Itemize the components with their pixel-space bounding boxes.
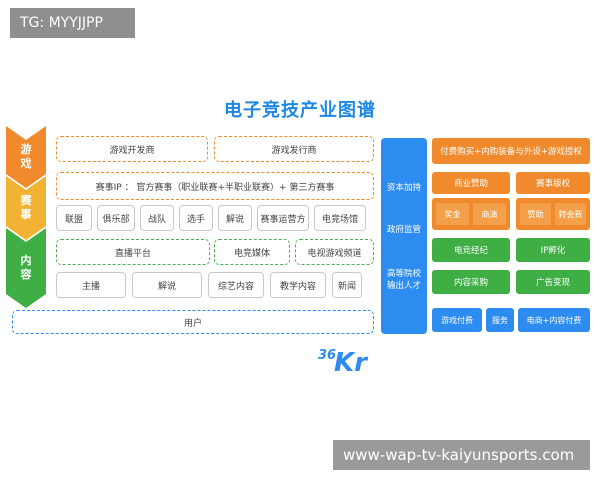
box-prize: 奖金 [436,203,469,225]
content-items-row: 主播解说综艺内容教学内容新闻 [56,272,376,298]
stage-label-event: 赛事 [20,194,32,221]
event-item: 战队 [140,205,174,231]
event-item: 选手 [179,205,213,231]
box-esports-agency: 电竞经纪 [432,238,510,262]
content-item: 解说 [132,272,202,298]
box-sponsor: 商业赞助 [432,172,510,194]
box-broadcast-rights: 赛事版权 [516,172,590,194]
36kr-logo: 36 Kr [318,346,378,380]
box-game-publisher: 游戏发行商 [214,136,374,162]
event-item: 赛事运营方 [257,205,309,231]
label-capital: 资本加持 [386,183,421,193]
box-service: 服务 [486,308,514,332]
label-university-line2: 输出人才 [386,281,421,291]
box-paid-purchase: 付费购买+内购装备与外设+游戏授权 [432,138,590,164]
box-game-pay: 游戏付费 [432,308,482,332]
box-tv-channel: 电视游戏频道 [295,239,374,265]
event-items-row: 联盟俱乐部战队选手解说赛事运营方电竞场馆 [56,205,376,231]
box-prize-group: 奖金 商演 [432,198,510,230]
box-commercial: 商演 [473,203,506,225]
content-item: 综艺内容 [208,272,264,298]
support-column: 资本加持 政府监管 高等院校 输出人才 [381,138,427,334]
box-sponsorship: 赞助 [520,203,551,225]
watermark-url: www-wap-tv-kaiyunsports.com [333,440,590,470]
box-event-ip: 赛事IP ： 官方赛事（职业联赛+半职业联赛）+ 第三方赛事 [56,172,374,200]
label-university-line1: 高等院校 [386,269,421,279]
logo-letters: Kr [334,348,367,378]
box-ad-monetization: 广告变现 [516,270,590,294]
event-item: 俱乐部 [97,205,135,231]
stage-arrow-game: 游戏 [6,126,46,188]
stage-arrow-content: 内容 [6,228,46,308]
box-content-procurement: 内容采购 [432,270,510,294]
stage-label-game: 游戏 [20,143,32,170]
event-item: 解说 [218,205,252,231]
box-ecommerce: 电商+内容付费 [518,308,590,332]
box-sponsor-group: 赞助 转会费 [516,198,590,230]
diagram-title: 电子竞技产业图谱 [224,100,376,121]
stage-label-content: 内容 [20,254,32,281]
event-item: 联盟 [56,205,92,231]
content-item: 新闻 [332,272,362,298]
overlay-tag: TG: MYYJJPP [10,8,135,38]
logo-number: 36 [318,348,337,363]
content-item: 主播 [56,272,126,298]
box-esports-media: 电竞媒体 [214,239,290,265]
label-government: 政府监管 [386,225,421,235]
box-ip-incubation: IP孵化 [516,238,590,262]
box-live-platform: 直播平台 [56,239,210,265]
event-item: 电竞场馆 [314,205,366,231]
box-users: 用户 [12,310,374,334]
box-game-developer: 游戏开发商 [56,136,208,162]
content-item: 教学内容 [270,272,326,298]
box-membership: 转会费 [555,203,586,225]
